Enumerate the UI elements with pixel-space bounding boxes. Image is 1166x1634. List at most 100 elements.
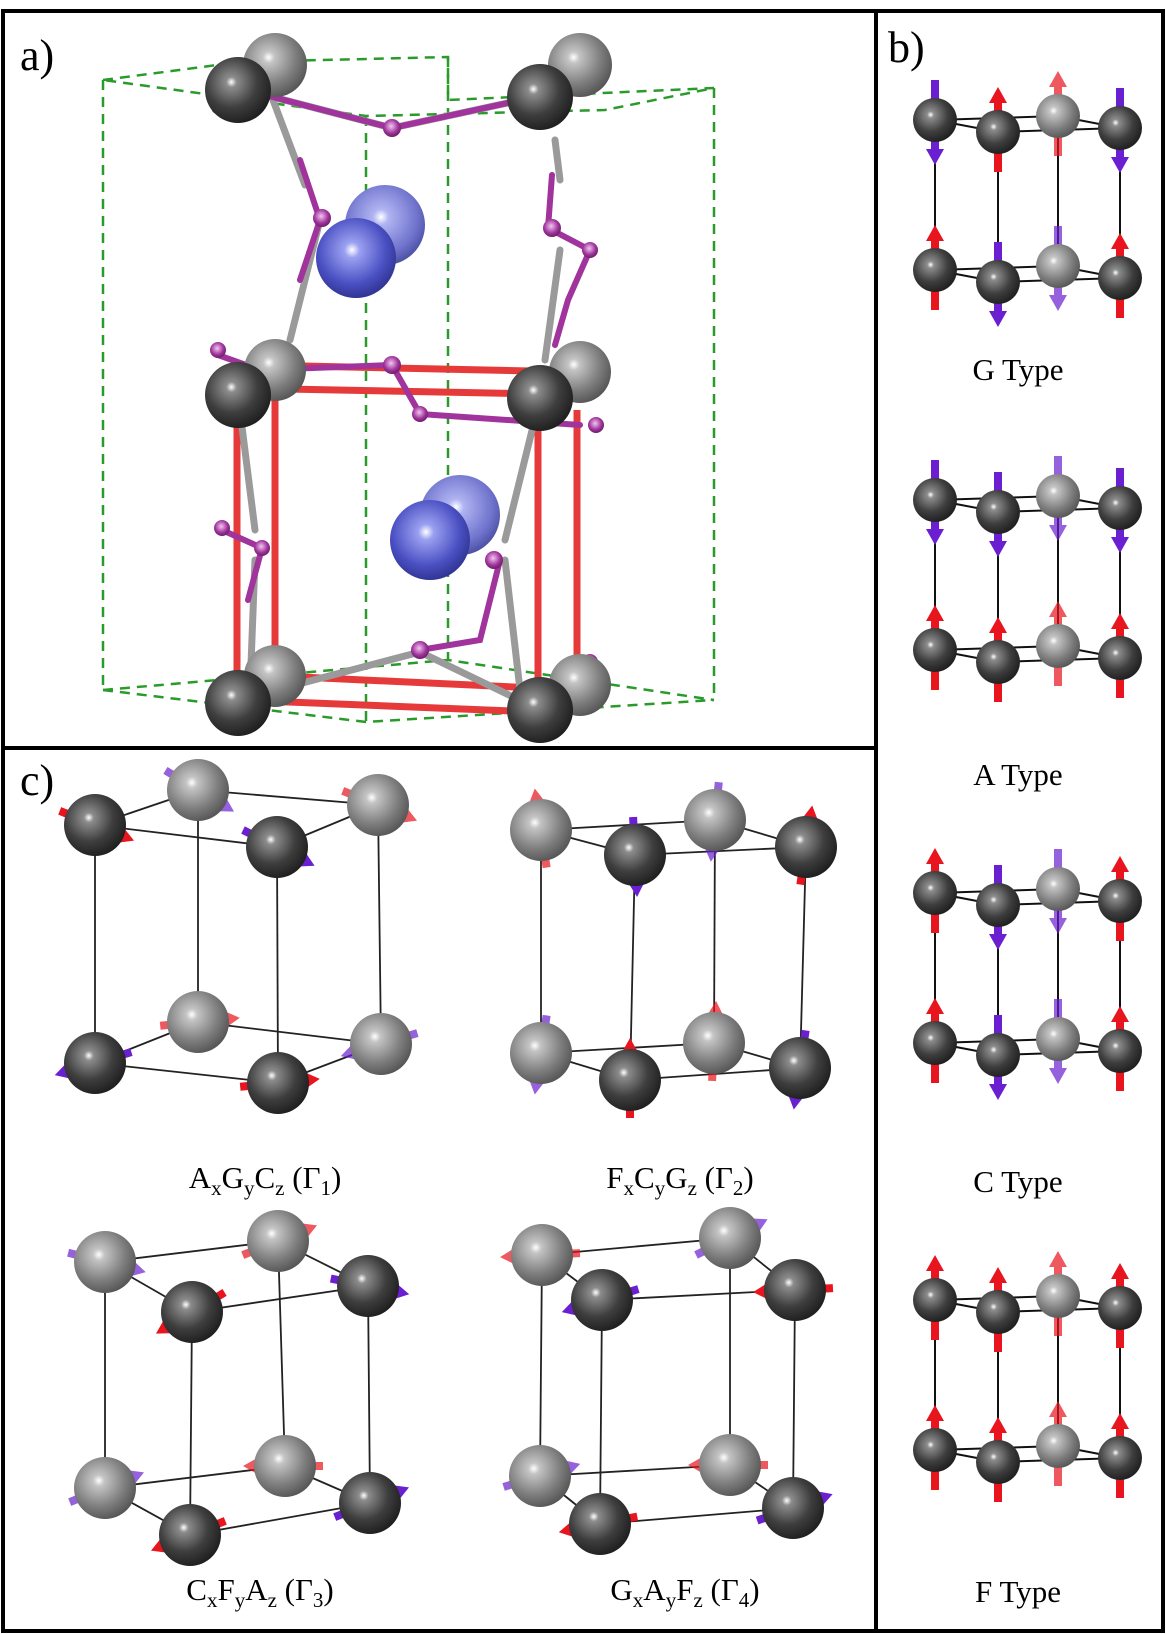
panel-c-irreps bbox=[54, 759, 837, 1566]
metal-atom bbox=[347, 774, 409, 836]
metal-atom bbox=[167, 759, 229, 821]
type-block-a bbox=[913, 456, 1142, 702]
metal-atom bbox=[1098, 879, 1142, 923]
metal-atom bbox=[976, 1290, 1020, 1334]
metal-atom bbox=[1098, 1029, 1142, 1073]
metal-atom bbox=[74, 1231, 136, 1293]
metal-atom bbox=[510, 799, 572, 861]
irrep-label-gamma2: FxCyGz (Γ2) bbox=[606, 1160, 753, 1200]
metal-atom bbox=[976, 110, 1020, 154]
plane-outline bbox=[934, 887, 1121, 907]
metal-atom bbox=[1098, 256, 1142, 300]
metal-atom bbox=[913, 1278, 957, 1322]
panel-b-magnetic-types bbox=[913, 71, 1142, 1502]
cell-edge bbox=[599, 1299, 603, 1525]
metal-atom bbox=[1036, 94, 1080, 138]
irrep-label-gamma3: CxFyAz (Γ3) bbox=[186, 1572, 333, 1612]
metal-atom bbox=[64, 1032, 126, 1094]
plane-outline bbox=[934, 644, 1121, 664]
metal-atom bbox=[64, 794, 126, 856]
metal-atom bbox=[913, 628, 957, 672]
metal-atom bbox=[976, 1033, 1020, 1077]
metal-atom bbox=[913, 248, 957, 292]
metal-atom bbox=[976, 1440, 1020, 1484]
metal-atom bbox=[339, 1472, 401, 1534]
type-label-f: F Type bbox=[975, 1574, 1061, 1609]
metal-atom bbox=[913, 871, 957, 915]
metal-atom bbox=[1098, 1286, 1142, 1330]
cell-edge bbox=[792, 1289, 796, 1509]
type-block-g bbox=[913, 71, 1142, 327]
config-gamma4 bbox=[500, 1207, 834, 1555]
metal-atom bbox=[1036, 867, 1080, 911]
metal-atoms bbox=[205, 33, 612, 743]
cell-edge bbox=[277, 1240, 286, 1467]
irrep-label-gamma4: GxAyFz (Γ4) bbox=[610, 1572, 759, 1612]
metal-atom bbox=[604, 824, 666, 886]
svg-text:GxAyFz (Γ4): GxAyFz (Γ4) bbox=[610, 1572, 759, 1612]
cell-edge bbox=[799, 846, 807, 1069]
metal-atom bbox=[1036, 244, 1080, 288]
outer-frame bbox=[1, 9, 1165, 1633]
metal-atom bbox=[762, 1477, 824, 1539]
panel-a-crystal-structure bbox=[101, 33, 716, 743]
metal-atom bbox=[699, 1207, 761, 1269]
metal-atom bbox=[764, 1259, 826, 1321]
metal-atom bbox=[976, 260, 1020, 304]
type-block-c bbox=[913, 848, 1142, 1100]
type-label-c: C Type bbox=[973, 1164, 1062, 1199]
cell-edge bbox=[367, 1285, 371, 1504]
metal-atom bbox=[167, 991, 229, 1053]
metal-atom bbox=[161, 1281, 223, 1343]
metal-atom bbox=[1098, 636, 1142, 680]
metal-atom bbox=[913, 1428, 957, 1472]
svg-text:FxCyGz (Γ2): FxCyGz (Γ2) bbox=[606, 1160, 753, 1200]
type-block-f bbox=[913, 1251, 1142, 1502]
plane-outline bbox=[934, 1037, 1121, 1057]
plane-outline bbox=[934, 1294, 1121, 1314]
plane-outline bbox=[934, 494, 1121, 514]
metal-atom bbox=[1036, 1424, 1080, 1468]
metal-atom bbox=[511, 1224, 573, 1286]
metal-atom bbox=[599, 1049, 661, 1111]
plane-outline bbox=[934, 264, 1121, 284]
irrep-label-gamma1: AxGyCz (Γ1) bbox=[189, 1160, 342, 1200]
cell-edge bbox=[539, 1254, 543, 1477]
plane-outline bbox=[934, 114, 1121, 134]
config-gamma3 bbox=[67, 1210, 410, 1566]
metal-atom bbox=[247, 1210, 309, 1272]
metal-atom bbox=[569, 1493, 631, 1555]
metal-atom bbox=[1036, 1017, 1080, 1061]
svg-text:CxFyAz (Γ3): CxFyAz (Γ3) bbox=[186, 1572, 333, 1612]
metal-atom bbox=[769, 1037, 831, 1099]
metal-atom bbox=[683, 1012, 745, 1074]
panel-b-letter: b) bbox=[888, 23, 925, 72]
metal-atom bbox=[1098, 1436, 1142, 1480]
metal-atom bbox=[913, 1021, 957, 1065]
metal-atom bbox=[1036, 1274, 1080, 1318]
metal-atom bbox=[913, 98, 957, 142]
metal-atom bbox=[1098, 106, 1142, 150]
type-label-a: A Type bbox=[973, 757, 1062, 792]
svg-text:AxGyCz (Γ1): AxGyCz (Γ1) bbox=[189, 1160, 342, 1200]
metal-atom bbox=[350, 1013, 412, 1075]
metal-atom bbox=[74, 1457, 136, 1519]
metal-atom bbox=[913, 478, 957, 522]
cell-edge bbox=[276, 846, 279, 1084]
metal-atom bbox=[337, 1255, 399, 1317]
panel-c-letter: c) bbox=[20, 756, 54, 805]
config-gamma1 bbox=[54, 759, 419, 1114]
plane-outline bbox=[934, 1444, 1121, 1464]
cell-edge bbox=[377, 804, 382, 1045]
metal-atom bbox=[254, 1435, 316, 1497]
metal-atom bbox=[509, 1445, 571, 1507]
metal-atom bbox=[510, 1022, 572, 1084]
metal-atom bbox=[976, 640, 1020, 684]
metal-atom bbox=[699, 1434, 761, 1496]
metal-atom bbox=[775, 816, 837, 878]
metal-atom bbox=[159, 1504, 221, 1566]
metal-atom bbox=[1036, 474, 1080, 518]
metal-atom bbox=[571, 1269, 633, 1331]
metal-atom bbox=[684, 789, 746, 851]
